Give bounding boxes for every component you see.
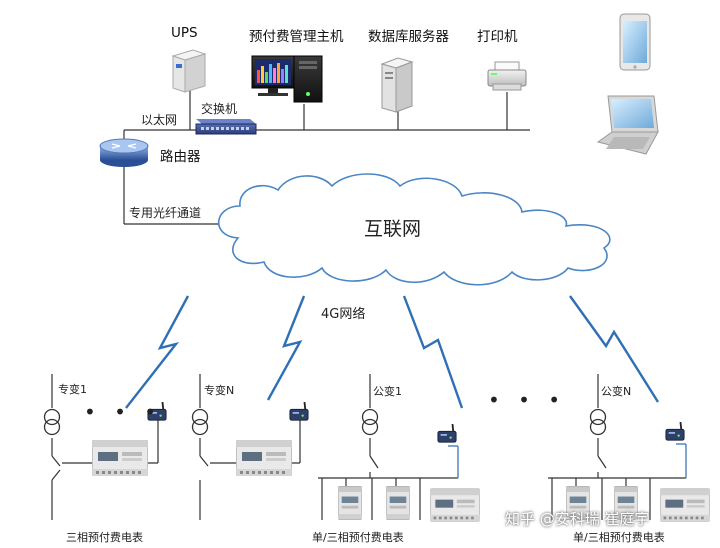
modem-icon bbox=[288, 402, 310, 422]
meter-three-phase bbox=[660, 488, 710, 522]
router-icon bbox=[99, 138, 149, 167]
ethernet-backbone bbox=[123, 88, 530, 225]
internet-label: 互联网 bbox=[364, 218, 422, 240]
site-label-public-1: 公变1 bbox=[373, 385, 402, 398]
modem-icon bbox=[436, 424, 458, 444]
ellipsis-left: • • • bbox=[84, 400, 163, 424]
meter-single-phase bbox=[338, 486, 362, 520]
network-4g-label: 4G网络 bbox=[321, 307, 366, 322]
internet-cloud bbox=[217, 173, 611, 286]
router-label: 路由器 bbox=[160, 149, 201, 165]
fiber-channel-label: 专用光纤通道 bbox=[129, 206, 202, 220]
ups-label: UPS bbox=[171, 25, 198, 41]
meter-three-phase bbox=[430, 488, 480, 522]
caption-publicN-meters: 单/三相预付费电表 bbox=[573, 531, 665, 544]
switch-icon bbox=[195, 119, 257, 135]
watermark: 知乎 @安科瑞 崔庭宇 bbox=[505, 510, 650, 528]
database-server-label: 数据库服务器 bbox=[368, 29, 449, 45]
wireless-bolt-3 bbox=[402, 295, 464, 409]
ethernet-label: 以太网 bbox=[141, 113, 178, 127]
caption-three-phase-meter: 三相预付费电表 bbox=[66, 531, 143, 544]
wireless-bolt-4 bbox=[569, 295, 660, 403]
site-label-dedicated-1: 专变1 bbox=[58, 383, 87, 396]
site-public-1 bbox=[318, 374, 458, 520]
modem-icon bbox=[664, 422, 686, 442]
wireless-links bbox=[125, 295, 660, 409]
site-label-public-N: 公变N bbox=[601, 385, 632, 398]
caption-public1-meters: 单/三相预付费电表 bbox=[312, 531, 404, 544]
meter-three-phase bbox=[92, 440, 148, 476]
wireless-bolt-1 bbox=[125, 295, 190, 409]
meter-three-phase bbox=[236, 440, 292, 476]
wireless-bolt-2 bbox=[266, 295, 306, 401]
smartphone-icon bbox=[619, 13, 651, 71]
printer-icon bbox=[487, 61, 527, 91]
ups-icon bbox=[171, 49, 207, 93]
database-server-icon bbox=[380, 57, 414, 113]
switch-label: 交换机 bbox=[201, 102, 238, 116]
ellipsis-right: • • • bbox=[488, 388, 567, 412]
prepay-host-label: 预付费管理主机 bbox=[249, 29, 344, 45]
site-label-dedicated-N: 专变N bbox=[204, 384, 235, 397]
laptop-icon bbox=[596, 95, 659, 155]
printer-label: 打印机 bbox=[477, 29, 518, 45]
prepay-host-icon bbox=[251, 55, 323, 103]
meter-single-phase bbox=[386, 486, 410, 520]
